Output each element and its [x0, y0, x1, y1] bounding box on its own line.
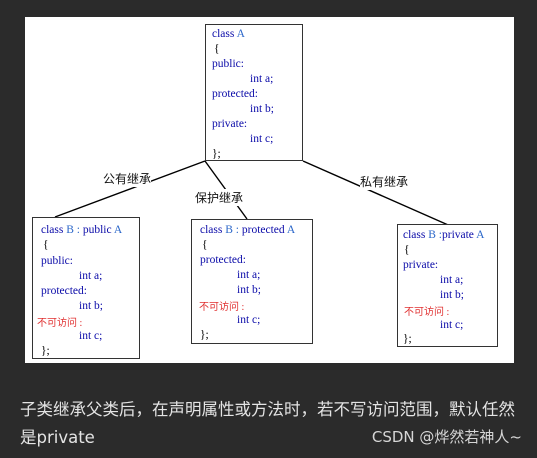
class-a-name: A [236, 28, 245, 40]
class-b-private-close-brace: }; [403, 333, 412, 345]
class-b-public-member-a: int a; [79, 270, 103, 282]
class-b-private-open-brace: { [404, 244, 410, 256]
class-b-private-member-b: int b; [440, 289, 464, 301]
class-b-public-public-label: public: [41, 255, 73, 267]
class-b-public-protected-label: protected: [41, 285, 87, 297]
class-b-protected-member-c: int c; [237, 314, 261, 326]
class-b-private-box: class B :private A { private: int a; int… [397, 224, 498, 347]
class-b-protected-member-b: int b; [237, 284, 261, 296]
class-b-private-name: B :private A [428, 229, 485, 241]
class-b-private-private-label: private: [403, 259, 439, 271]
caption-text: 子类继承父类后，在声明属性或方法时，若不写访问范围，默认任然是private [20, 400, 515, 447]
watermark: CSDN @烨然若神人~ [371, 428, 522, 446]
class-a-header: class A [212, 28, 245, 40]
class-b-private-member-c: int c; [440, 319, 464, 331]
class-a-close-brace: }; [212, 148, 221, 160]
class-b-private-header: class B :private A [403, 229, 485, 241]
class-b-protected-protected-label: protected: [200, 254, 246, 266]
connector-private [302, 160, 456, 229]
class-b-protected-close-brace: }; [200, 329, 209, 341]
connector-public [54, 160, 206, 218]
class-b-private-inaccessible-label: 不可访问 : [404, 307, 450, 318]
class-b-public-open-brace: { [43, 239, 49, 251]
label-protected-inherit: 保护继承 [195, 189, 244, 206]
class-a-member-b: int b; [250, 103, 274, 115]
class-b-protected-member-a: int a; [237, 269, 261, 281]
class-b-public-name: B : public A [66, 224, 123, 236]
class-b-public-box: class B : public A { public: int a; prot… [32, 217, 140, 359]
label-private-inherit: 私有继承 [360, 173, 409, 190]
class-b-protected-name: B : protected A [225, 224, 296, 236]
class-b-protected-header: class B : protected A [200, 224, 296, 236]
class-b-protected-open-brace: { [202, 239, 208, 251]
class-b-public-member-c: int c; [79, 330, 103, 342]
class-b-public-member-b: int b; [79, 300, 103, 312]
class-b-public-header: class B : public A [41, 224, 123, 236]
class-b-protected-box: class B : protected A { protected: int a… [191, 219, 313, 344]
class-a-box: class A { public: int a; protected: int … [205, 24, 303, 161]
class-a-open-brace: { [214, 43, 220, 55]
label-public-inherit: 公有继承 [103, 170, 152, 187]
class-a-member-a: int a; [250, 73, 274, 85]
class-b-protected-inaccessible-label: 不可访问 : [199, 302, 245, 313]
class-a-private-label: private: [212, 118, 248, 130]
diagram-panel: class A { public: int a; protected: int … [25, 17, 514, 363]
class-b-private-member-a: int a; [440, 274, 464, 286]
class-a-member-c: int c; [250, 133, 274, 145]
class-a-protected-label: protected: [212, 88, 258, 100]
class-b-public-close-brace: }; [41, 345, 50, 357]
class-b-public-inaccessible-label: 不可访问 : [37, 318, 83, 329]
class-a-public-label: public: [212, 58, 244, 70]
